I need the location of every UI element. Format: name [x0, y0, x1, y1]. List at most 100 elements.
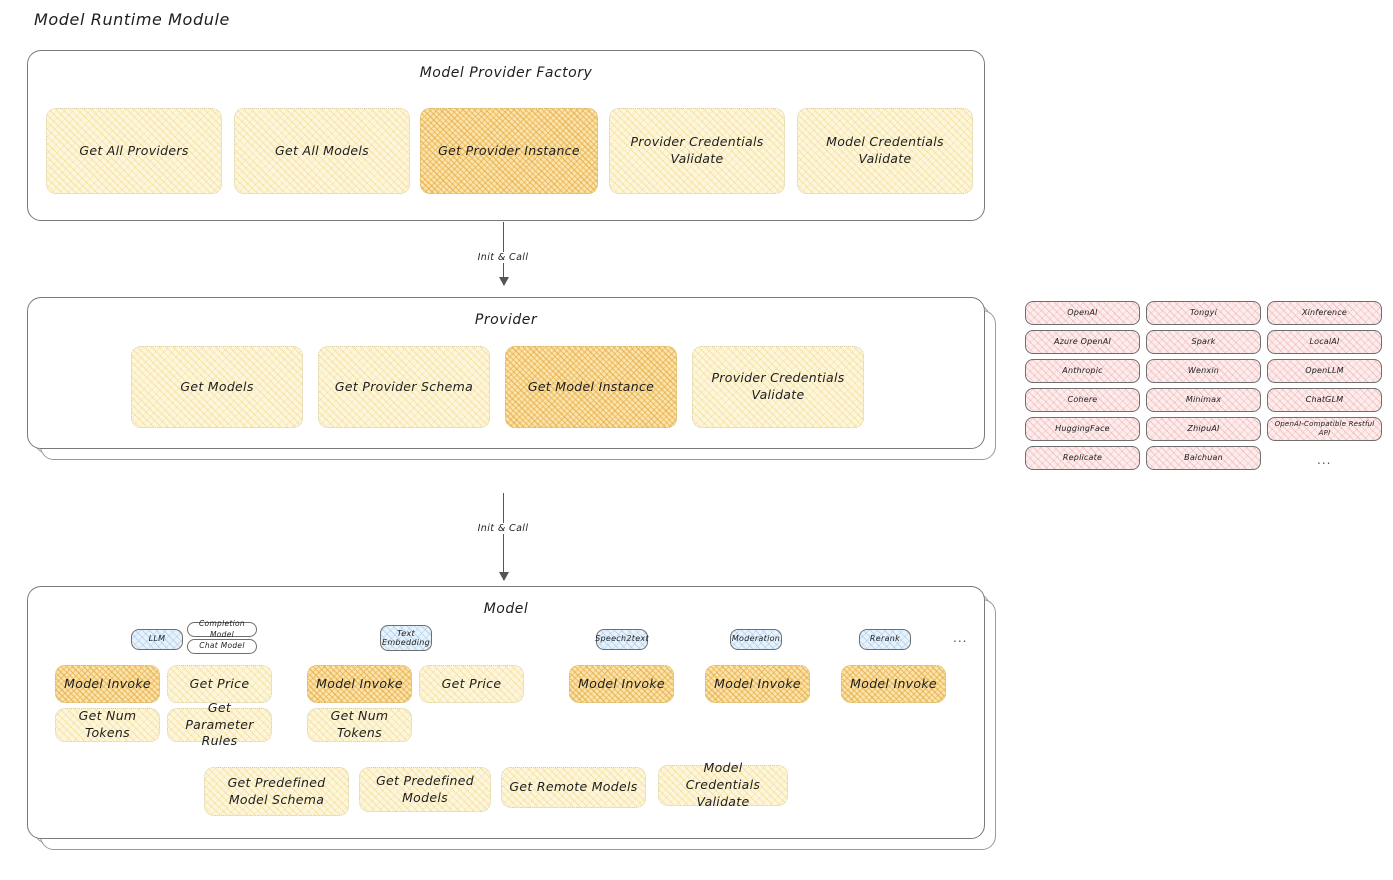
model-type-badge-text-embedding[interactable]: Text Embedding [380, 625, 432, 651]
provider-chip-zhipuai[interactable]: ZhipuAI [1146, 417, 1261, 441]
provider-chip-xinference[interactable]: Xinference [1267, 301, 1382, 325]
badge-label: LLM [148, 634, 166, 644]
speech2text-method-model-invoke[interactable]: Model Invoke [569, 665, 674, 703]
chip-label: LocalAI [1309, 336, 1340, 346]
chip-label: Baichuan [1184, 452, 1223, 462]
chip-label: Xinference [1301, 307, 1348, 317]
provider-node-get-provider-schema[interactable]: Get Provider Schema [318, 346, 490, 428]
node-label: Get Price [189, 675, 250, 691]
node-label: Get Predefined Model Schema [227, 774, 326, 807]
node-label: Model Invoke [578, 675, 665, 691]
arrow-head-icon [498, 277, 509, 286]
provider-chip-spark[interactable]: Spark [1146, 330, 1261, 354]
provider-chip-replicate[interactable]: Replicate [1025, 446, 1140, 470]
rerank-method-model-invoke[interactable]: Model Invoke [841, 665, 946, 703]
page-title: Model Runtime Module [34, 10, 230, 29]
chip-label: Minimax [1185, 394, 1222, 404]
provider-node-get-models[interactable]: Get Models [131, 346, 303, 428]
node-label: Get Predefined Models [376, 772, 474, 805]
chip-label: OpenAI [1067, 307, 1098, 317]
factory-node-get-all-models[interactable]: Get All Models [234, 108, 410, 194]
node-label: Get Remote Models [509, 779, 638, 795]
provider-title: Provider [474, 312, 538, 328]
arrow-head-icon [498, 572, 509, 581]
node-label: Get Parameter Rules [185, 699, 254, 749]
provider-node-provider-credentials-validate[interactable]: Provider Credentials Validate [692, 346, 864, 428]
moderation-method-model-invoke[interactable]: Model Invoke [705, 665, 810, 703]
chip-label: Cohere [1067, 394, 1098, 404]
text-embedding-method-get-price[interactable]: Get Price [419, 665, 524, 703]
chip-label: HuggingFace [1055, 423, 1110, 433]
model-common-get-predefined-model-schema[interactable]: Get Predefined Model Schema [204, 767, 349, 816]
provider-chip-anthropic[interactable]: Anthropic [1025, 359, 1140, 383]
provider-list-more: ... [1317, 453, 1332, 467]
provider-chip-openai[interactable]: OpenAI [1025, 301, 1140, 325]
chip-label: Spark [1191, 336, 1216, 346]
model-type-badge-moderation[interactable]: Moderation [730, 629, 782, 650]
factory-node-provider-credentials-validate[interactable]: Provider Credentials Validate [609, 108, 785, 194]
llm-method-model-invoke[interactable]: Model Invoke [55, 665, 160, 703]
llm-method-get-parameter-rules[interactable]: Get Parameter Rules [167, 700, 272, 748]
factory-node-get-all-providers[interactable]: Get All Providers [46, 108, 222, 194]
provider-chip-openllm[interactable]: OpenLLM [1267, 359, 1382, 383]
model-common-get-remote-models[interactable]: Get Remote Models [501, 767, 646, 808]
node-label: Provider Credentials Validate [711, 370, 845, 402]
provider-chip-chatglm[interactable]: ChatGLM [1267, 388, 1382, 412]
provider-chip-baichuan[interactable]: Baichuan [1146, 446, 1261, 470]
factory-node-model-credentials-validate[interactable]: Model Credentials Validate [797, 108, 973, 194]
model-panel: Model LLM Completion Model Chat Model Mo… [27, 586, 996, 850]
node-label: Get Num Tokens [330, 708, 389, 740]
badge-label: Text Embedding [381, 628, 431, 647]
node-label: Model Invoke [850, 675, 937, 691]
model-common-get-predefined-models[interactable]: Get Predefined Models [359, 767, 491, 812]
chip-label: OpenAI-Compatible Restful API [1274, 419, 1375, 437]
model-type-badge-rerank[interactable]: Rerank [859, 629, 911, 650]
node-label: Model Invoke [714, 675, 801, 691]
arrow-label-init-call-2: Init & Call [474, 523, 532, 534]
badge-label: Rerank [869, 634, 901, 644]
sub-badge-label: Completion Model [199, 619, 245, 639]
provider-chip-azure-openai[interactable]: Azure OpenAI [1025, 330, 1140, 354]
provider-panel: Provider Get Models Get Provider Schema … [27, 297, 996, 460]
chip-label: Replicate [1062, 452, 1103, 462]
node-label: Model Invoke [64, 675, 151, 691]
node-label: Model Invoke [316, 675, 403, 691]
model-title: Model [483, 601, 529, 617]
chip-label: Anthropic [1062, 365, 1103, 375]
chip-label: Tongyi [1189, 307, 1218, 317]
provider-chip-tongyi[interactable]: Tongyi [1146, 301, 1261, 325]
arrow-shaft [503, 493, 505, 580]
provider-chip-minimax[interactable]: Minimax [1146, 388, 1261, 412]
node-label: Get Price [441, 675, 502, 691]
factory-title: Model Provider Factory [419, 65, 593, 81]
provider-chip-huggingface[interactable]: HuggingFace [1025, 417, 1140, 441]
node-label: Get Provider Schema [334, 378, 474, 394]
provider-node-get-model-instance[interactable]: Get Model Instance [505, 346, 677, 428]
model-sub-badge-completion-model[interactable]: Completion Model [187, 619, 257, 639]
model-type-badge-speech2text[interactable]: Speech2text [595, 629, 649, 650]
provider-chip-cohere[interactable]: Cohere [1025, 388, 1140, 412]
text-embedding-method-get-num-tokens[interactable]: Get Num Tokens [307, 708, 412, 742]
node-label: Get Provider Instance [438, 142, 580, 158]
sub-badge-label: Chat Model [199, 641, 245, 651]
chip-label: OpenLLM [1305, 365, 1344, 375]
provider-chip-localai[interactable]: LocalAI [1267, 330, 1382, 354]
node-label: Model Credentials Validate [685, 760, 761, 809]
node-label: Model Credentials Validate [826, 134, 944, 166]
model-types-more: ... [953, 631, 968, 645]
model-type-badge-llm[interactable]: LLM [131, 629, 183, 650]
badge-label: Speech2text [595, 634, 649, 644]
model-common-model-credentials-validate[interactable]: Model Credentials Validate [658, 760, 788, 809]
provider-chip-wenxin[interactable]: Wenxin [1146, 359, 1261, 383]
model-provider-factory-panel: Model Provider Factory Get All Providers… [27, 50, 985, 221]
text-embedding-method-model-invoke[interactable]: Model Invoke [307, 665, 412, 703]
chip-label: ZhipuAI [1187, 423, 1220, 433]
chip-label: Azure OpenAI [1053, 336, 1112, 346]
factory-node-get-provider-instance[interactable]: Get Provider Instance [420, 108, 598, 194]
llm-method-get-num-tokens[interactable]: Get Num Tokens [55, 708, 160, 742]
node-label: Get All Models [275, 142, 369, 158]
llm-method-get-price[interactable]: Get Price [167, 665, 272, 703]
model-sub-badge-chat-model[interactable]: Chat Model [187, 639, 257, 654]
provider-chip-openai-compatible-restful-api[interactable]: OpenAI-Compatible Restful API [1267, 417, 1382, 441]
